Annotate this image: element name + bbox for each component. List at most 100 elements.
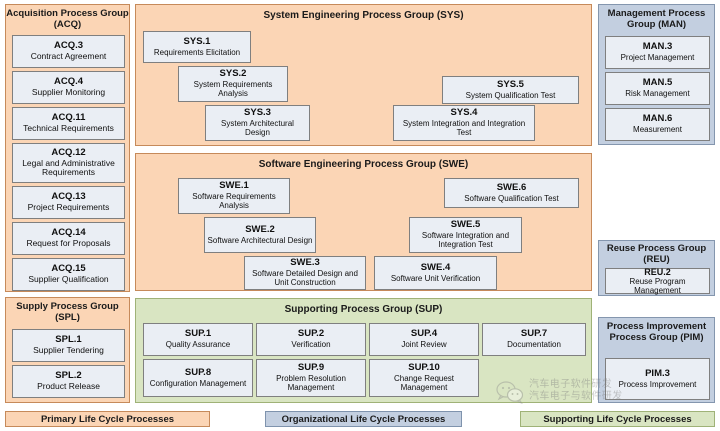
process-name: Requirements Elicitation: [153, 47, 241, 57]
process-box-sup-8[interactable]: SUP.8 Configuration Management: [143, 359, 253, 397]
process-box-sup-7[interactable]: SUP.7 Documentation: [482, 323, 586, 356]
process-id: SYS.1: [183, 35, 211, 47]
group-pim: Process Improvement Process Group (PIM) …: [598, 317, 715, 403]
process-name: Contract Agreement: [30, 51, 107, 62]
group-swe: Software Engineering Process Group (SWE)…: [135, 153, 592, 291]
group-man-title: Management Process Group (MAN): [607, 8, 706, 30]
process-box-sup-4[interactable]: SUP.4 Joint Review: [369, 323, 479, 356]
process-id: ACQ.13: [51, 191, 86, 203]
process-box-swe-6[interactable]: SWE.6 Software Qualification Test: [444, 178, 579, 208]
process-box-reu-2[interactable]: REU.2 Reuse Program Management: [605, 266, 710, 296]
process-name: Supplier Qualification: [28, 274, 109, 285]
process-id: MAN.3: [642, 41, 673, 53]
process-name: Software Detailed Design and Unit Constr…: [252, 269, 358, 288]
process-box-spl-1[interactable]: SPL.1 Supplier Tendering: [12, 329, 125, 362]
process-name: Project Requirements: [27, 202, 110, 213]
process-box-acq-11[interactable]: ACQ.11 Technical Requirements: [12, 107, 125, 140]
legend-supporting-life-cycle: Supporting Life Cycle Processes: [520, 411, 715, 427]
process-id: SPL.2: [55, 370, 82, 382]
process-id: ACQ.14: [51, 227, 86, 239]
process-box-swe-4[interactable]: SWE.4 Software Unit Verification: [374, 256, 497, 290]
process-name: Reuse Program Management: [629, 276, 686, 296]
legend-label: Primary Life Cycle Processes: [40, 413, 175, 425]
process-id: SWE.2: [245, 223, 275, 235]
process-id: SPL.1: [55, 334, 82, 346]
process-name: Configuration Management: [149, 378, 247, 388]
group-spl: Supply Process Group (SPL) SPL.1 Supplie…: [5, 297, 130, 403]
process-name: Software Architectural Design: [207, 235, 313, 245]
process-id: SWE.6: [496, 181, 527, 193]
group-swe-title: Software Engineering Process Group (SWE): [258, 159, 469, 170]
legend-label: Organizational Life Cycle Processes: [281, 413, 446, 425]
process-name: Documentation: [507, 340, 561, 350]
group-acq: Acquisition Process Group (ACQ) ACQ.3 Co…: [5, 4, 130, 292]
process-name: Quality Assurance: [165, 340, 231, 350]
process-name: Verification: [291, 340, 331, 350]
process-id: SUP.8: [184, 366, 212, 378]
process-name: Legal and Administrative Requirements: [22, 157, 115, 178]
process-box-man-6[interactable]: MAN.6 Measurement: [605, 108, 710, 141]
process-box-sup-10[interactable]: SUP.10 Change Request Management: [369, 359, 479, 397]
legend-organizational-life-cycle: Organizational Life Cycle Processes: [265, 411, 462, 427]
process-id: SUP.9: [297, 362, 325, 374]
process-name: Technical Requirements: [23, 123, 114, 134]
process-box-sys-2[interactable]: SYS.2 System Requirements Analysis: [178, 66, 288, 102]
process-box-pim-3[interactable]: PIM.3 Process Improvement: [605, 358, 710, 400]
process-box-spl-2[interactable]: SPL.2 Product Release: [12, 365, 125, 398]
group-sys: System Engineering Process Group (SYS) S…: [135, 4, 592, 146]
process-box-acq-14[interactable]: ACQ.14 Request for Proposals: [12, 222, 125, 255]
process-name: Project Management: [620, 53, 695, 63]
group-reu-title: Reuse Process Group (REU): [606, 243, 707, 265]
process-box-acq-12[interactable]: ACQ.12 Legal and Administrative Requirem…: [12, 143, 125, 183]
process-box-sys-5[interactable]: SYS.5 System Qualification Test: [442, 76, 579, 104]
process-name: System Architectural Design: [221, 119, 294, 138]
process-name: Software Qualification Test: [464, 193, 559, 203]
process-name: Problem Resolution Management: [276, 374, 346, 393]
group-sup: Supporting Process Group (SUP) SUP.1 Qua…: [135, 298, 592, 403]
process-id: SYS.5: [497, 78, 524, 90]
process-name: Process Improvement: [618, 379, 697, 389]
process-box-sys-4[interactable]: SYS.4 System Integration and Integration…: [393, 105, 535, 141]
process-box-swe-5[interactable]: SWE.5 Software Integration and Integrati…: [409, 217, 522, 253]
process-id: REU.2: [644, 266, 671, 277]
process-box-acq-15[interactable]: ACQ.15 Supplier Qualification: [12, 258, 125, 291]
process-box-sys-3[interactable]: SYS.3 System Architectural Design: [205, 105, 310, 141]
process-id: MAN.5: [642, 77, 673, 89]
process-id: SYS.2: [219, 68, 247, 80]
process-box-man-3[interactable]: MAN.3 Project Management: [605, 36, 710, 69]
process-name: Joint Review: [401, 340, 447, 350]
process-id: SWE.4: [420, 261, 451, 273]
process-name: Measurement: [633, 125, 682, 135]
process-name: Request for Proposals: [26, 238, 111, 249]
process-box-sup-1[interactable]: SUP.1 Quality Assurance: [143, 323, 253, 356]
process-id: SUP.4: [410, 328, 438, 340]
process-id: SUP.10: [408, 362, 440, 374]
group-spl-title: Supply Process Group (SPL): [16, 301, 119, 323]
process-box-acq-4[interactable]: ACQ.4 Supplier Monitoring: [12, 71, 125, 104]
group-reu: Reuse Process Group (REU) REU.2 Reuse Pr…: [598, 240, 715, 296]
process-id: SWE.5: [450, 219, 481, 231]
process-id: ACQ.4: [53, 76, 84, 88]
process-box-sup-9[interactable]: SUP.9 Problem Resolution Management: [256, 359, 366, 397]
process-name: Software Unit Verification: [390, 273, 481, 283]
process-box-man-5[interactable]: MAN.5 Risk Management: [605, 72, 710, 105]
group-man: Management Process Group (MAN) MAN.3 Pro…: [598, 4, 715, 145]
legend-label: Supporting Life Cycle Processes: [543, 413, 692, 425]
process-box-swe-2[interactable]: SWE.2 Software Architectural Design: [204, 217, 316, 253]
process-id: ACQ.11: [51, 112, 86, 124]
process-box-acq-3[interactable]: ACQ.3 Contract Agreement: [12, 35, 125, 68]
process-id: SWE.3: [290, 257, 320, 269]
process-box-swe-1[interactable]: SWE.1 Software Requirements Analysis: [178, 178, 290, 214]
process-id: ACQ.3: [53, 40, 84, 52]
process-box-sys-1[interactable]: SYS.1 Requirements Elicitation: [143, 31, 251, 63]
legend-primary-life-cycle: Primary Life Cycle Processes: [5, 411, 210, 427]
process-name: Risk Management: [625, 89, 690, 99]
group-acq-title: Acquisition Process Group (ACQ): [6, 8, 129, 30]
process-box-swe-3[interactable]: SWE.3 Software Detailed Design and Unit …: [244, 256, 366, 290]
process-id: SUP.2: [297, 328, 325, 340]
group-sys-title: System Engineering Process Group (SYS): [263, 10, 464, 21]
process-box-acq-13[interactable]: ACQ.13 Project Requirements: [12, 186, 125, 219]
process-box-sup-2[interactable]: SUP.2 Verification: [256, 323, 366, 356]
process-id: SYS.3: [244, 107, 271, 119]
